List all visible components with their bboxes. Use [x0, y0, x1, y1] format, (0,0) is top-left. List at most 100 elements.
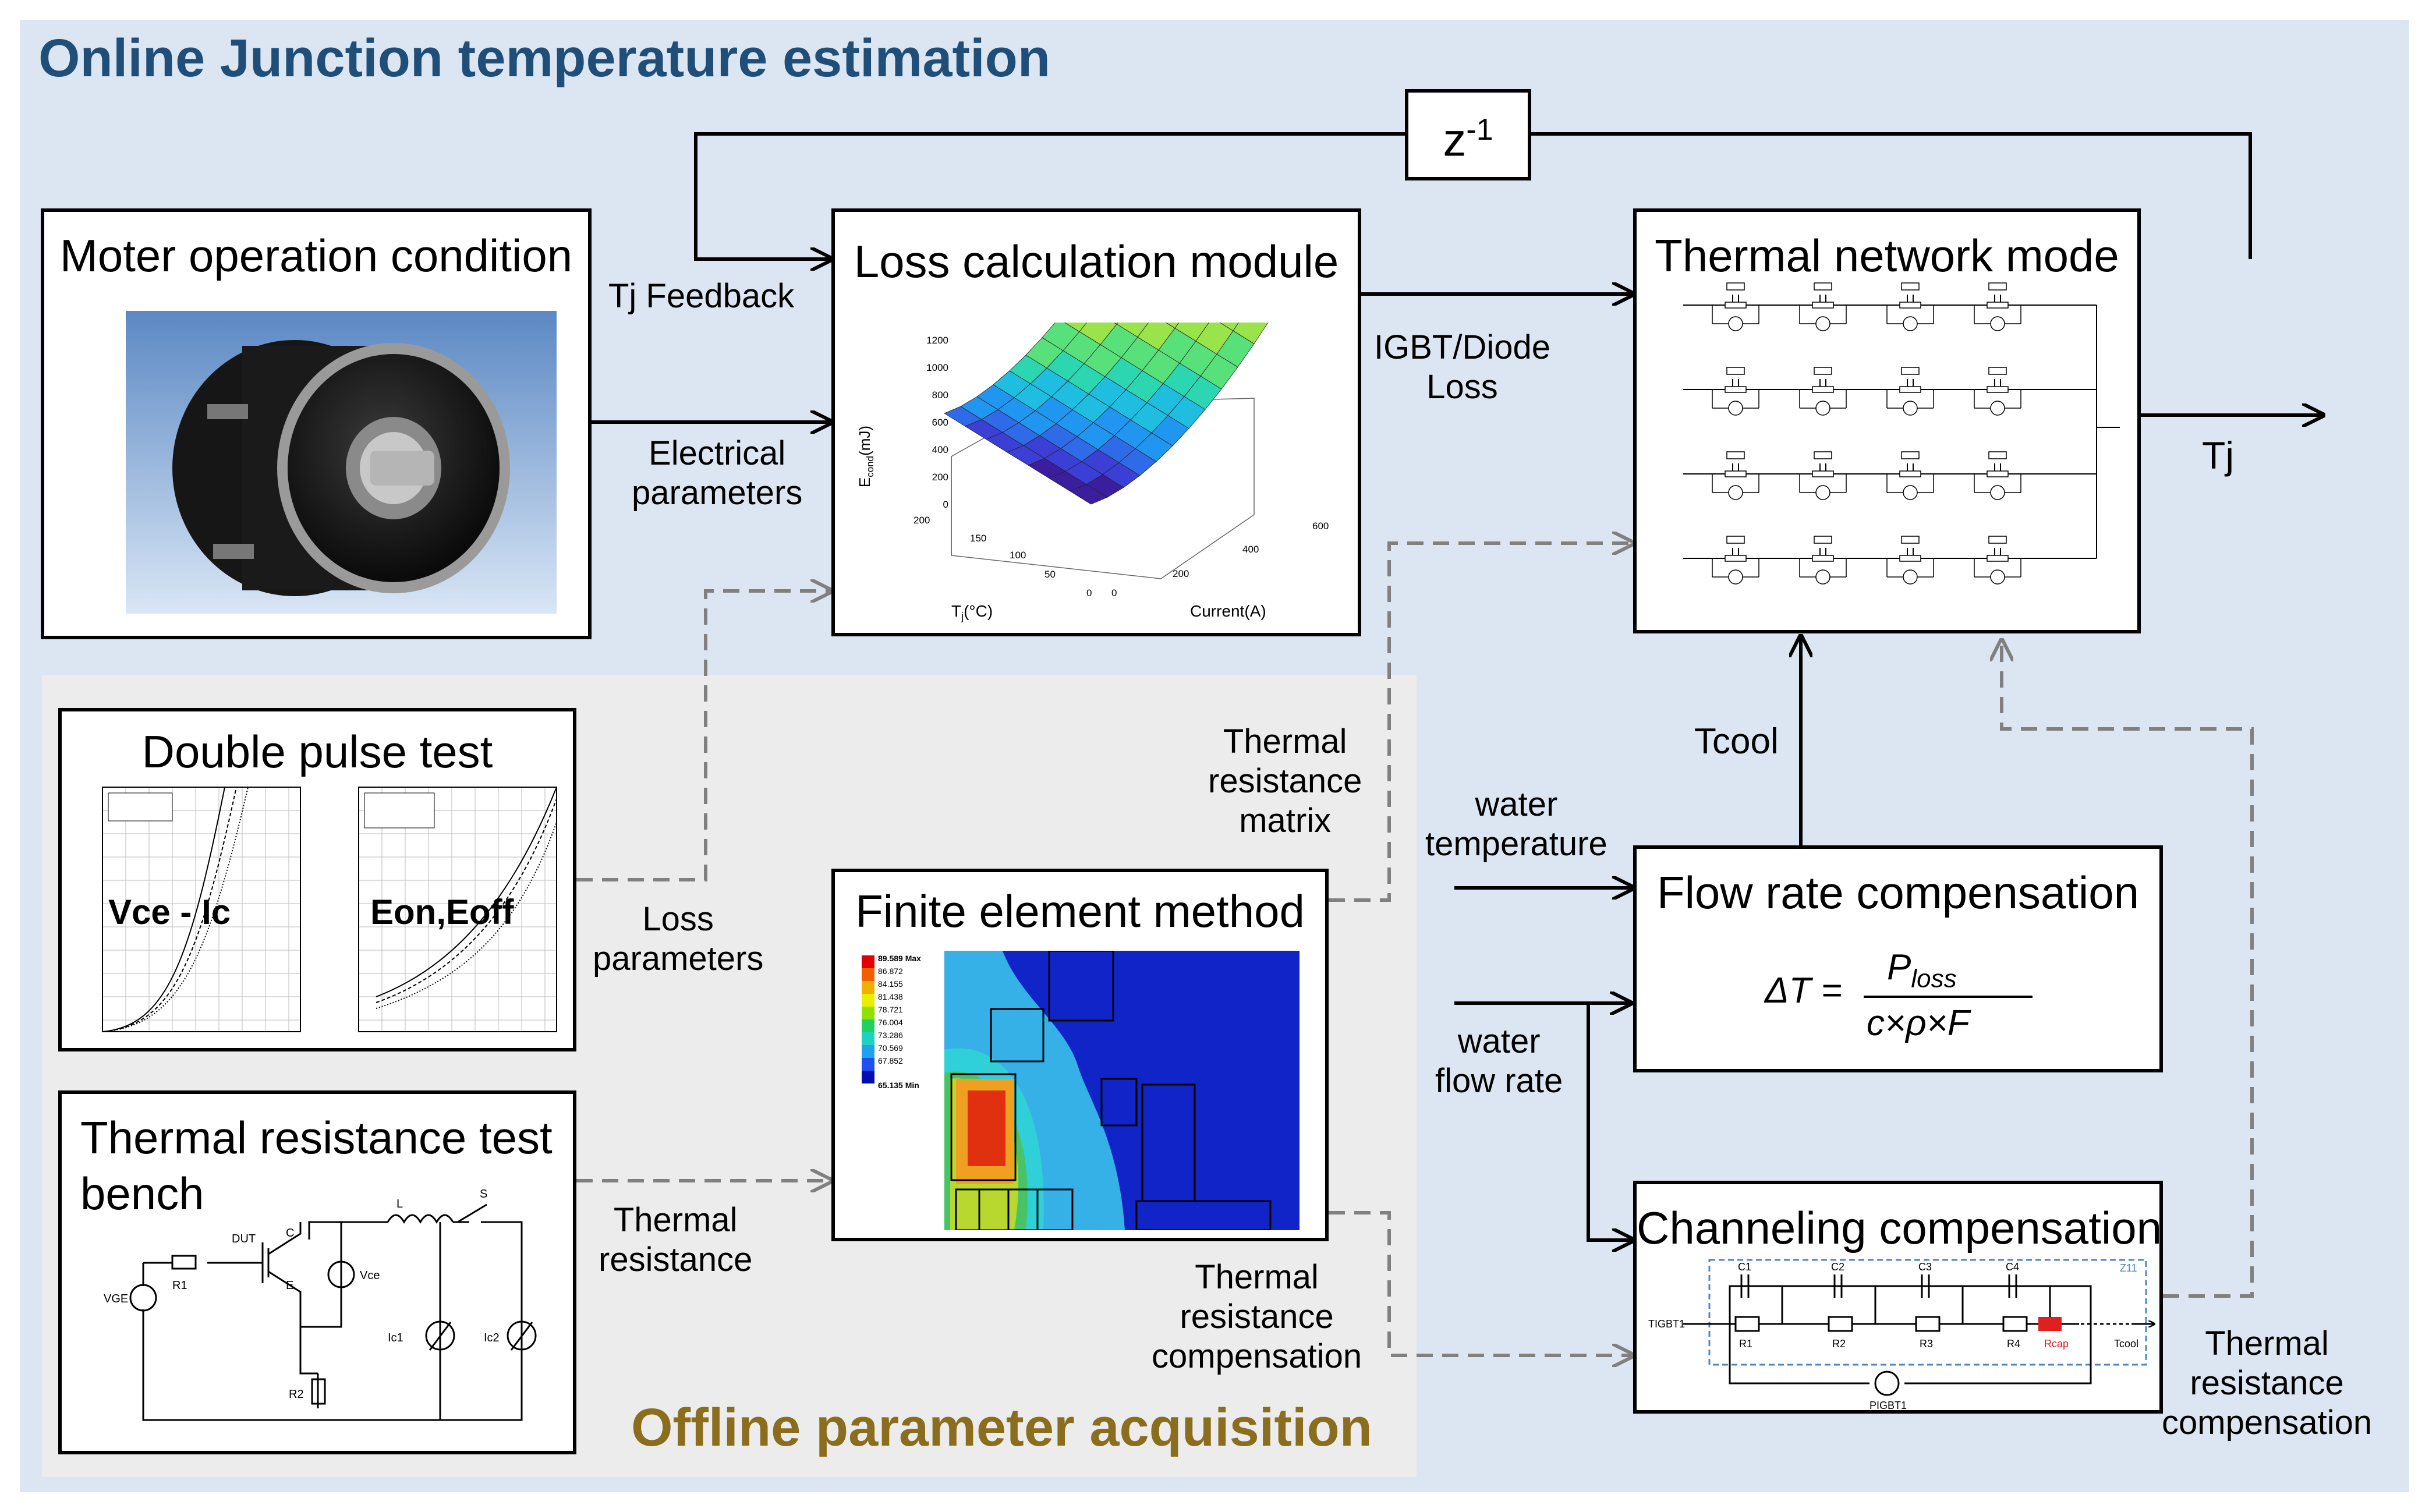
network-resistor [1812, 302, 1834, 309]
thermal-network-title: Thermal network mode [1655, 230, 2119, 281]
flow-to-channel-arrow [1587, 1003, 1633, 1240]
dut-label: DUT [232, 1233, 256, 1245]
network-resistor [1899, 386, 1921, 393]
fem-legend-value: 84.155 [878, 979, 903, 989]
fem-title: Finite element method [855, 886, 1305, 937]
z-tick: 600 [932, 417, 948, 428]
thermal-test-bench-title-1: Thermal resistance test [80, 1112, 553, 1163]
res-label: R1 [1739, 1338, 1752, 1350]
fem-legend-value: 73.286 [878, 1031, 903, 1040]
current-tick: 600 [1312, 520, 1329, 532]
current-tick: 400 [1242, 544, 1259, 555]
network-source [1903, 401, 1918, 416]
network-source [1815, 569, 1830, 585]
test-bench-circuit: L S DUT C E R1 R2 Vce VGE Ic1 Ic2 [104, 1188, 537, 1421]
fem-legend-value: 65.135 Min [878, 1081, 919, 1090]
channeling-compensation-title: Channeling compensation [1637, 1202, 2162, 1253]
network-resistor [1812, 555, 1834, 562]
surface-cell [1064, 323, 1087, 332]
ic2-label: Ic2 [484, 1332, 500, 1344]
network-source [1815, 485, 1830, 500]
network-resistor [1725, 386, 1747, 393]
z-tick: 200 [932, 472, 948, 483]
network-resistor [1725, 470, 1747, 477]
surface-cell [1042, 323, 1080, 351]
tcool-small-label: Tcool [2114, 1338, 2138, 1350]
offline-title: Offline parameter acquisition [631, 1398, 1372, 1457]
z11-label: Z11 [2120, 1262, 2137, 1274]
switch-label: S [480, 1188, 487, 1201]
tj-output-label: Tj [2202, 434, 2234, 477]
ic1-label: Ic1 [388, 1332, 403, 1344]
network-source [1728, 569, 1743, 585]
loss-calculation-box: Loss calculation module 1200 1000 800 60… [831, 208, 1361, 636]
tj-tick: 100 [1010, 550, 1026, 561]
network-cell-tag [1901, 451, 1920, 459]
feedback-line [1531, 132, 2252, 259]
motor-image [126, 311, 557, 614]
fem-legend-value: 89.589 Max [878, 954, 921, 963]
surface-cell [1079, 323, 1117, 345]
fem-legend-value: 70.569 [878, 1043, 903, 1053]
network-source [1728, 316, 1743, 331]
surface-cell [1219, 323, 1239, 331]
network-source [1728, 485, 1743, 500]
network-resistor [1899, 555, 1921, 562]
tj-axis-label: Tj(°C) [951, 602, 993, 622]
thermal-test-bench-title-2: bench [80, 1168, 204, 1219]
tcool-label: Tcool [1694, 721, 1779, 762]
vce-ic-label: Vce - Ic [108, 893, 231, 932]
network-resistor [1812, 470, 1834, 477]
double-pulse-plots: Vce - Ic Eon,Eoff [102, 787, 557, 1032]
network-source [1990, 569, 2005, 585]
surface-cell [1113, 323, 1118, 325]
delay-block: z-1 [1405, 89, 1531, 180]
network-resistor [1987, 470, 2009, 477]
double-pulse-box: Double pulse test Vce - Ic Eon,Eoff [58, 708, 576, 1051]
channel-comp-dashed [2002, 640, 2254, 1298]
flow-compensation-box: Flow rate compensation ΔT = Ploss c×ρ×F [1633, 845, 2163, 1072]
channeling-compensation-box: Channeling compensation C1 C2 C3 C4 R1 R… [1633, 1181, 2163, 1414]
network-cell-tag [1814, 282, 1832, 291]
network-resistor [1725, 555, 1747, 562]
surface-cell [1174, 323, 1209, 342]
network-cell-tag [1814, 536, 1832, 544]
online-title: Online Junction temperature estimation [38, 29, 1051, 88]
cap-label: C1 [1738, 1261, 1751, 1273]
tj-feedback-label: Tj Feedback [608, 277, 795, 315]
motor-box: Moter operation condition [41, 208, 592, 639]
network-resistor [1987, 386, 2009, 393]
r2-label: R2 [289, 1388, 304, 1401]
network-resistor [1725, 302, 1747, 309]
network-cell-tag [1988, 367, 2007, 375]
fem-comp-dashed [1329, 1211, 1633, 1355]
formula-numerator: Ploss [1887, 947, 1957, 993]
fem-box: Finite element method [831, 869, 1329, 1241]
network-cell-tag [1726, 451, 1745, 459]
z-tick: 800 [932, 389, 948, 401]
network-source [1903, 569, 1918, 585]
current-axis-label: Current(A) [1190, 602, 1266, 620]
formula-denominator: c×ρ×F [1867, 1003, 1970, 1043]
network-cell-tag [1814, 451, 1832, 459]
pigbt-label: PIGBT1 [1869, 1400, 1907, 1411]
surface-cell [1195, 323, 1234, 355]
collector-label: C [286, 1227, 294, 1240]
formula-lhs: ΔT = [1765, 971, 1842, 1011]
network-resistor [1899, 302, 1921, 309]
loss-calculation-title: Loss calculation module [854, 236, 1339, 287]
network-resistor [1899, 470, 1921, 477]
res-label: R4 [2007, 1338, 2020, 1350]
network-cell-tag [1988, 451, 2007, 459]
inductor-label: L [396, 1198, 403, 1210]
network-source [1728, 401, 1743, 416]
fem-legend-value: 76.004 [878, 1018, 903, 1027]
